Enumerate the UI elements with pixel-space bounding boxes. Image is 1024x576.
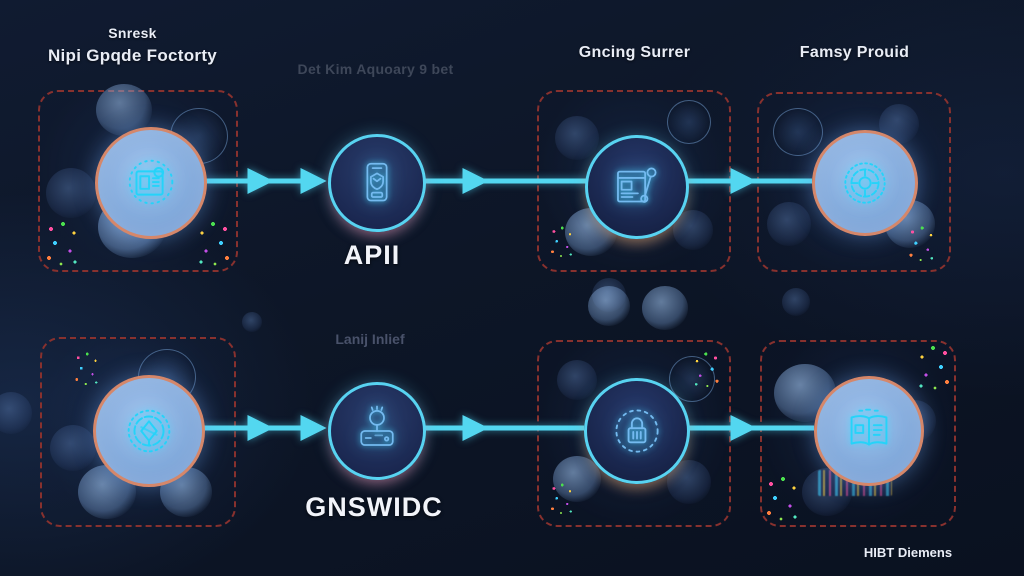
- decor-confetti: [689, 350, 721, 390]
- decor-confetti: [73, 351, 103, 387]
- decor-blob: [242, 312, 262, 332]
- column-heading-1: Snresk Nipi Gpqde Foctorty: [20, 25, 245, 66]
- decor-confetti: [912, 344, 952, 392]
- decor-blob: [667, 100, 711, 144]
- column-heading-2: Det Kim Aquoary 9 bet: [297, 61, 454, 77]
- column-heading-3: Gncing Surrer: [578, 44, 691, 61]
- decor-blob: [557, 360, 597, 400]
- decor-blob: [46, 168, 96, 218]
- row2-center-label: GNSWIDC: [305, 492, 443, 522]
- column-heading-4: Famsy Prouid: [799, 44, 910, 61]
- flask-machine-icon: [360, 405, 394, 446]
- decor-confetti: [549, 225, 577, 259]
- book-icon: [850, 408, 888, 446]
- node-row1-config: [585, 135, 689, 239]
- row1-center-label: APII: [343, 240, 401, 270]
- decor-blob: [0, 392, 32, 434]
- padlock-emblem-icon: [615, 409, 659, 453]
- node-row1-api: [328, 134, 426, 232]
- decor-blob: [773, 108, 823, 156]
- document-chip-icon: [128, 159, 174, 205]
- decor-blob: [555, 116, 599, 160]
- decor-confetti: [44, 220, 84, 268]
- window-wrench-icon: [617, 167, 657, 203]
- decor-confetti: [549, 482, 577, 516]
- heading-line-1: Snresk: [108, 25, 157, 41]
- node-row1-result: [812, 130, 918, 236]
- circular-emblem-icon: [127, 409, 171, 453]
- decor-blob: [588, 286, 630, 326]
- node-row2-source: [93, 375, 205, 487]
- node-row2-api: [328, 382, 426, 480]
- node-row2-secure: [584, 378, 690, 484]
- gear-emblem-icon: [844, 162, 886, 204]
- decor-blob: [642, 286, 688, 330]
- decor-blob: [50, 425, 96, 471]
- footer-watermark: HIBT Diemens: [863, 545, 953, 560]
- row2-header-label: Lanij Inlief: [335, 331, 405, 347]
- decor-confetti: [192, 220, 232, 268]
- decor-blob: [767, 202, 811, 246]
- decor-confetti: [764, 475, 804, 523]
- heading-line-2: Nipi Gpqde Foctorty: [47, 45, 218, 65]
- decor-blob: [782, 288, 810, 316]
- phone-shield-icon: [366, 162, 388, 202]
- node-row1-source: [95, 127, 207, 239]
- decor-confetti: [907, 224, 939, 264]
- node-row2-result: [814, 376, 924, 486]
